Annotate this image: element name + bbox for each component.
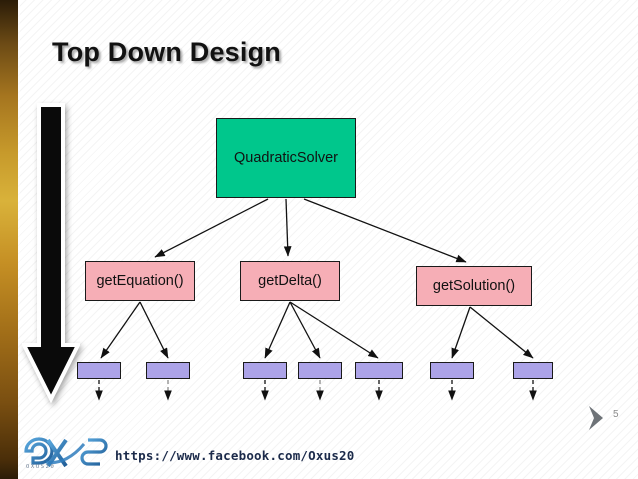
left-accent-strip xyxy=(0,0,18,479)
page-title: Top Down Design xyxy=(52,37,281,67)
node-label: QuadraticSolver xyxy=(234,150,338,166)
node-get-delta[interactable]: getDelta() xyxy=(240,261,340,301)
node-get-solution[interactable]: getSolution() xyxy=(416,266,532,306)
node-leaf[interactable] xyxy=(513,362,553,379)
chevron-right-icon[interactable] xyxy=(586,404,608,432)
node-label: getSolution() xyxy=(432,278,516,294)
node-label: getDelta() xyxy=(258,273,322,289)
node-leaf[interactable] xyxy=(298,362,342,379)
logo-subtext: OXUS20 xyxy=(26,464,56,470)
page-number: 5 xyxy=(613,409,619,420)
node-quadratic-solver[interactable]: QuadraticSolver xyxy=(216,118,356,198)
node-leaf[interactable] xyxy=(355,362,403,379)
node-leaf[interactable] xyxy=(146,362,190,379)
node-leaf[interactable] xyxy=(77,362,121,379)
node-get-equation[interactable]: getEquation() xyxy=(85,261,195,301)
oxus20-logo-icon xyxy=(24,437,108,468)
node-label: getEquation() xyxy=(96,273,184,289)
left-accent-strip-highlight xyxy=(18,0,20,479)
node-leaf[interactable] xyxy=(243,362,287,379)
footer-url[interactable]: https://www.facebook.com/Oxus20 xyxy=(115,448,355,463)
arrow-down-icon xyxy=(22,103,80,403)
node-leaf[interactable] xyxy=(430,362,474,379)
